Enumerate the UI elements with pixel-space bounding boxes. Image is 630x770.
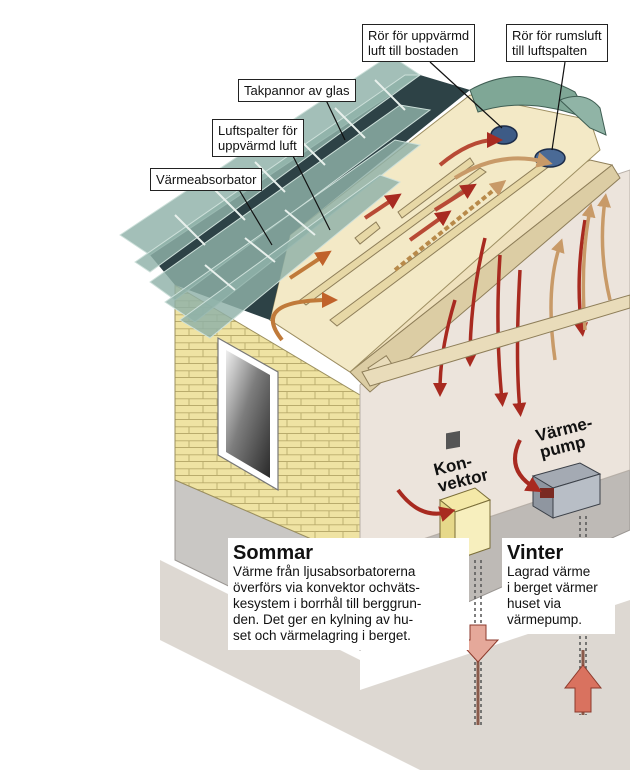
pipe-opening-room [534, 148, 566, 168]
winter-line-4: värmepump. [507, 612, 583, 627]
callout-pipe-heated-air: Rör för uppvärmd luft till bostaden [362, 24, 476, 62]
summer-line-5: set och värmelagring i berget. [233, 628, 411, 643]
window [217, 336, 279, 492]
callout-air-gaps-line1: Luftspalter för [218, 123, 298, 138]
heat-pump-outflow-arrow [513, 439, 542, 493]
callout-pipe-room-line2: till luftspalten [512, 43, 588, 58]
ground-slab [160, 560, 630, 770]
summer-line-3: kesystem i borrhål till berggrun- [233, 596, 422, 611]
winter-title: Vinter [507, 542, 564, 564]
winter-line-1: Lagrad värme [507, 564, 591, 579]
callout-pipe-heated-line1: Rör för uppvärmd [368, 28, 470, 43]
winter-box: Vinter Lagrad värme i berget värmer huse… [502, 538, 615, 634]
winter-line-3: huset via [507, 596, 562, 611]
callout-pipe-room-line1: Rör för rumsluft [512, 28, 602, 43]
convector-inflow-arrow [396, 488, 456, 522]
winter-ground-arrow [563, 664, 603, 713]
fascia [349, 164, 621, 393]
air-flow-arrows [270, 132, 553, 342]
callout-air-gaps-line2: uppvärmd luft [218, 138, 297, 153]
callout-pipe-room-air: Rör för rumsluft till luftspalten [506, 24, 608, 62]
summer-line-1: Värme från ljusabsorbatorerna [233, 564, 416, 579]
roof-beam [361, 294, 630, 387]
callout-air-gaps: Luftspalter för uppvärmd luft [212, 119, 304, 157]
winter-line-2: i berget värmer [507, 580, 598, 595]
summer-title: Sommar [233, 542, 314, 564]
callout-glass-tiles: Takpannor av glas [238, 79, 356, 102]
glass-tiles [119, 54, 432, 339]
summer-line-4: den. Det ger en kylning av hu- [233, 612, 414, 627]
air-gap-dividers [299, 157, 556, 327]
callout-absorber: Värmeabsorbator [150, 168, 263, 191]
heat-pump-unit [531, 462, 602, 519]
summer-line-2: överförs via konvektor ochväts- [233, 580, 420, 595]
callout-absorber-text: Värmeabsorbator [156, 172, 257, 187]
summer-box: Sommar Värme från ljusabsorbatorerna öve… [228, 538, 469, 650]
callout-glass-tiles-text: Takpannor av glas [244, 83, 350, 98]
callout-pipe-heated-line2: luft till bostaden [368, 43, 459, 58]
